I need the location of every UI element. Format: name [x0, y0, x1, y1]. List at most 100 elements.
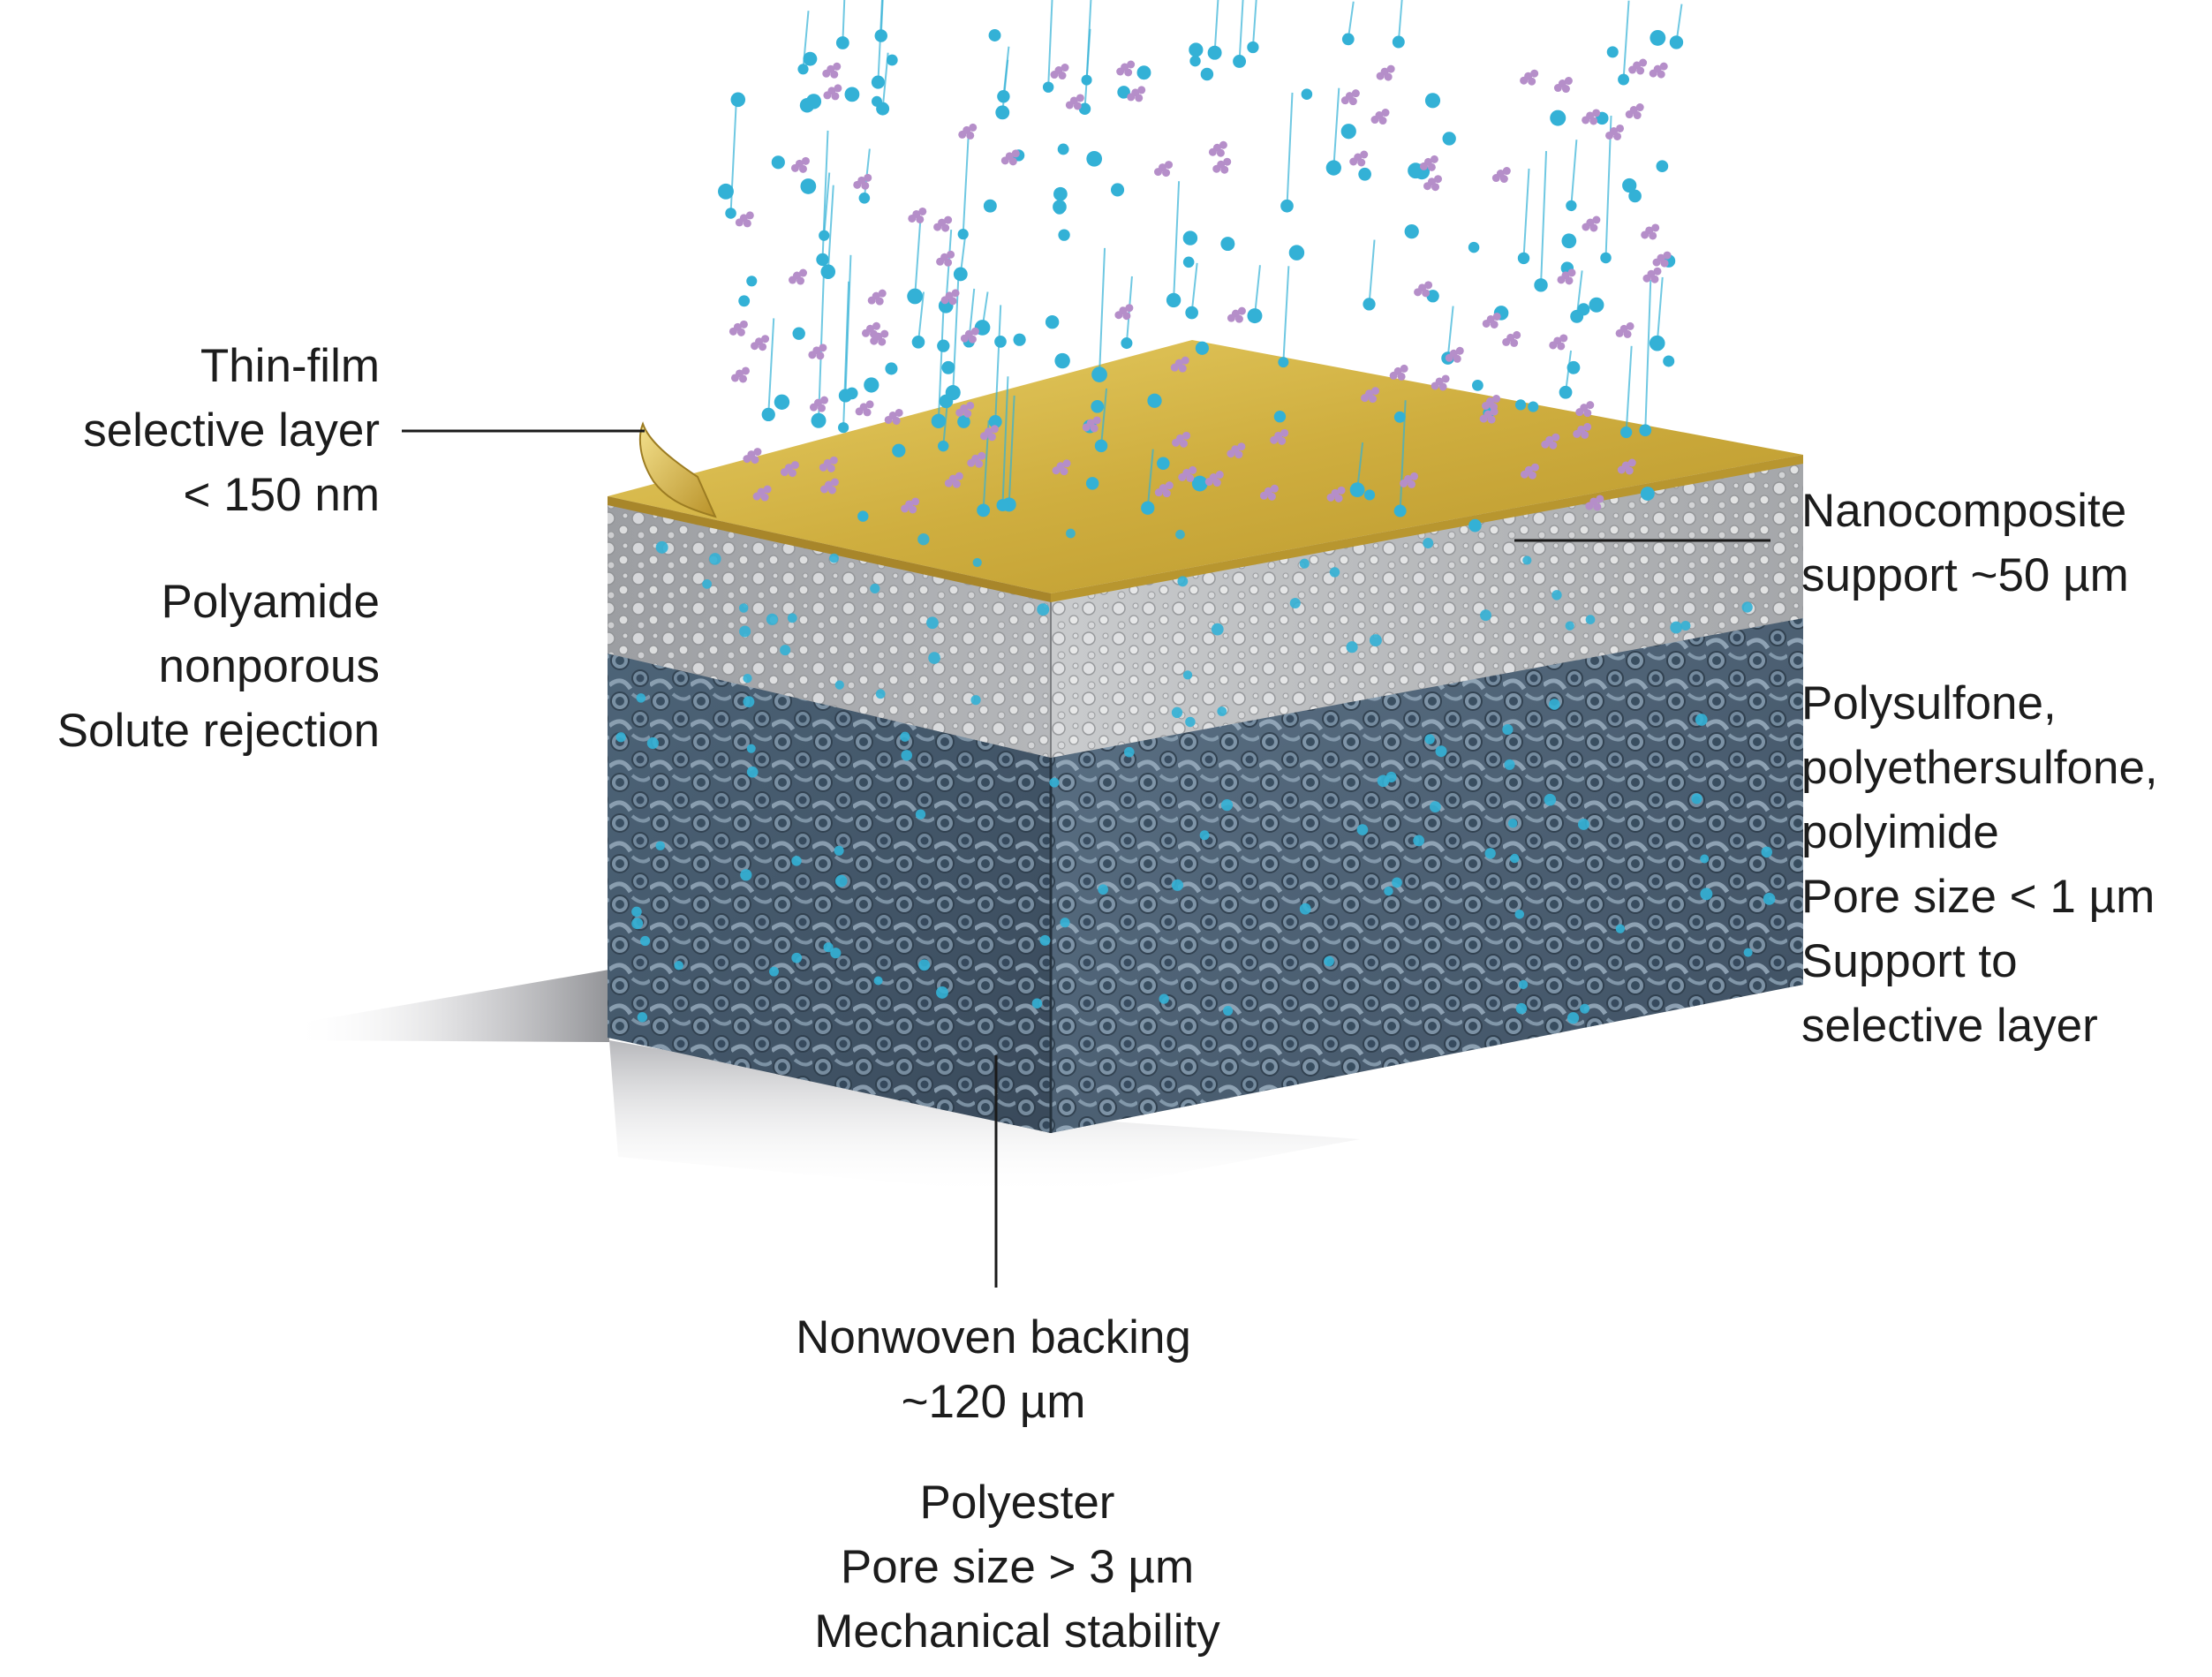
water-droplet: [907, 288, 924, 305]
water-droplet: [870, 583, 880, 593]
nanocomposite-label: Nanocomposite support ~50 µm: [1801, 479, 2129, 608]
solute-particle: [819, 456, 838, 472]
water-droplet: [1356, 824, 1369, 835]
water-droplet: [1514, 399, 1527, 411]
water-droplet: [803, 51, 818, 66]
water-streak: [1347, 1, 1355, 40]
solute-particle: [1170, 356, 1189, 373]
water-streak: [1446, 306, 1454, 359]
water-droplet: [709, 553, 721, 565]
water-streak: [842, 0, 846, 43]
water-droplet: [816, 253, 829, 267]
water-droplet: [1037, 603, 1050, 616]
water-droplet: [1171, 879, 1184, 891]
water-droplet: [1233, 55, 1247, 68]
water-streak: [1286, 92, 1294, 207]
water-droplet: [1363, 298, 1376, 311]
water-droplet: [1171, 706, 1183, 718]
thin-film-title-line: selective layer: [83, 404, 380, 457]
water-droplet: [1435, 745, 1447, 758]
solute-particle: [1423, 175, 1443, 192]
solute-particle: [1431, 374, 1450, 391]
solute-particle: [808, 344, 827, 360]
water-droplet: [1060, 918, 1070, 928]
solute-particle: [1652, 251, 1672, 268]
solute-particle: [955, 401, 975, 418]
water-droplet: [1544, 793, 1557, 806]
water-droplet: [1567, 360, 1581, 374]
water-droplet: [926, 616, 939, 630]
solute-particle: [1050, 64, 1069, 80]
water-droplet: [988, 415, 1002, 428]
water-streak: [959, 230, 967, 275]
solute-particle: [1502, 330, 1521, 347]
water-droplet: [1280, 199, 1294, 213]
solute-particle: [730, 366, 750, 383]
water-droplet: [1429, 801, 1441, 812]
water-droplet: [746, 744, 756, 753]
solute-particle: [1349, 150, 1369, 167]
solute-particle: [1340, 89, 1360, 106]
water-streak: [1570, 140, 1578, 206]
water-droplet: [1085, 477, 1099, 490]
water-droplet: [1628, 189, 1642, 203]
solute-particle: [944, 472, 963, 488]
water-droplet: [1691, 793, 1702, 805]
solute-particle: [1361, 387, 1380, 404]
water-droplet: [1086, 150, 1103, 167]
water-droplet: [1518, 979, 1529, 990]
water-droplet: [1039, 934, 1051, 946]
water-droplet: [1424, 93, 1441, 109]
water-droplet: [1502, 724, 1514, 736]
water-droplet: [936, 986, 948, 999]
water-streak: [1098, 247, 1106, 375]
thin-film-label: Thin-film selective layer < 150 nm: [83, 334, 380, 527]
water-droplet: [718, 183, 734, 200]
water-droplet: [1559, 385, 1573, 399]
water-droplet: [791, 856, 802, 866]
water-streak: [1522, 168, 1530, 259]
water-droplet: [953, 267, 968, 282]
water-droplet: [1424, 734, 1435, 744]
water-droplet: [1191, 475, 1208, 492]
water-droplet: [1247, 41, 1259, 54]
water-streak: [827, 185, 834, 272]
water-droplet: [829, 553, 839, 563]
water-droplet: [1640, 487, 1655, 501]
water-droplet: [1663, 355, 1675, 367]
water-droplet: [834, 845, 844, 856]
solute-particle: [1259, 484, 1279, 501]
water-droplet: [1278, 357, 1289, 368]
solute-particle: [790, 156, 810, 173]
water-streak: [1146, 449, 1154, 509]
water-droplet: [1741, 601, 1753, 613]
water-droplet: [844, 87, 860, 102]
solute-particle: [1227, 442, 1246, 459]
water-droplet: [1528, 401, 1539, 412]
water-droplet: [1299, 903, 1311, 915]
water-streak: [962, 135, 970, 235]
nanocomposite-property-line: polyethersulfone,: [1801, 742, 2158, 794]
thin-film-selective-layer: [608, 340, 1803, 602]
water-droplet: [1185, 716, 1196, 728]
water-streak: [1644, 279, 1652, 431]
water-droplet: [1358, 167, 1371, 181]
water-droplet: [1177, 576, 1189, 587]
water-droplet: [1289, 597, 1301, 608]
water-droplet: [774, 394, 790, 410]
water-droplet: [702, 578, 712, 589]
water-droplet: [1700, 888, 1713, 901]
water-droplet: [838, 422, 849, 434]
nonwoven-title-line: Nonwoven backing: [796, 1311, 1191, 1364]
solute-particle: [789, 268, 808, 285]
water-streak: [952, 278, 960, 393]
water-droplet: [892, 443, 906, 457]
water-droplet: [972, 557, 982, 568]
water-droplet: [1423, 538, 1434, 548]
water-droplet: [1182, 230, 1198, 246]
solute-particle: [1541, 433, 1560, 449]
solute-particle: [1479, 407, 1499, 424]
water-streak: [1622, 0, 1630, 80]
water-droplet: [1549, 699, 1560, 710]
water-droplet: [937, 440, 949, 452]
